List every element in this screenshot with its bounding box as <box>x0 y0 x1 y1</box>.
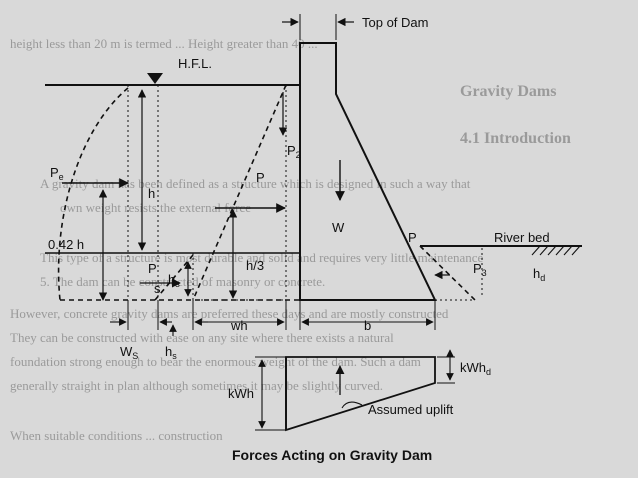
kwh-label: kWh <box>228 386 254 401</box>
ground-hatch-icon <box>531 245 581 256</box>
h-label: h <box>148 186 155 201</box>
top-of-dam-label: Top of Dam <box>362 15 428 30</box>
water-pressure-triangle <box>192 84 287 301</box>
bg-line-7: 5. The dam can be constructed of masonry… <box>40 274 325 289</box>
hs-vert-label: hs <box>168 272 180 289</box>
bg-line-1: height less than 20 m is termed ... Heig… <box>10 36 318 51</box>
river-bed-label: River bed <box>494 230 550 245</box>
assumed-uplift-label: Assumed uplift <box>368 402 454 417</box>
w-label: W <box>332 220 345 235</box>
ws-label: WS <box>120 344 138 361</box>
wh-label: wh <box>230 318 248 333</box>
p-right-label: P <box>408 230 417 245</box>
pe-label: Pe <box>50 165 64 182</box>
b-label: b <box>364 318 371 333</box>
bg-line-12: When suitable conditions ... constructio… <box>10 428 223 443</box>
p-main-label: P <box>256 170 265 185</box>
earthquake-pressure-curve <box>57 87 129 301</box>
hs-bottom-label: hs <box>165 344 177 361</box>
bg-line-8: However, concrete gravity dams are prefe… <box>10 306 449 321</box>
background-page-text: height less than 20 m is termed ... Heig… <box>10 36 571 443</box>
h3-label: h/3 <box>246 258 264 273</box>
bg-line-5: own weight resists the external force <box>60 200 251 215</box>
bg-line-4: A gravity dam has been defined as a stru… <box>40 176 471 191</box>
bg-line-11: generally straight in plan although some… <box>10 378 383 393</box>
hfl-triangle-icon <box>147 73 163 84</box>
bg-line-3: 4.1 Introduction <box>460 130 571 147</box>
042h-label: 0.42 h <box>48 237 84 252</box>
hfl-label: H.F.L. <box>178 56 212 71</box>
s-label: s <box>154 281 161 296</box>
bg-line-9: They can be constructed with ease on any… <box>10 330 394 345</box>
p2-label: P2 <box>287 143 301 160</box>
kwhd-label: kWhd <box>460 360 491 377</box>
p-left-label: P <box>148 261 157 276</box>
p3-label: P3 <box>473 261 487 278</box>
diagram-caption: Forces Acting on Gravity Dam <box>232 447 432 463</box>
hd-label: hd <box>533 266 545 283</box>
bg-line-2: Gravity Dams <box>460 83 556 100</box>
